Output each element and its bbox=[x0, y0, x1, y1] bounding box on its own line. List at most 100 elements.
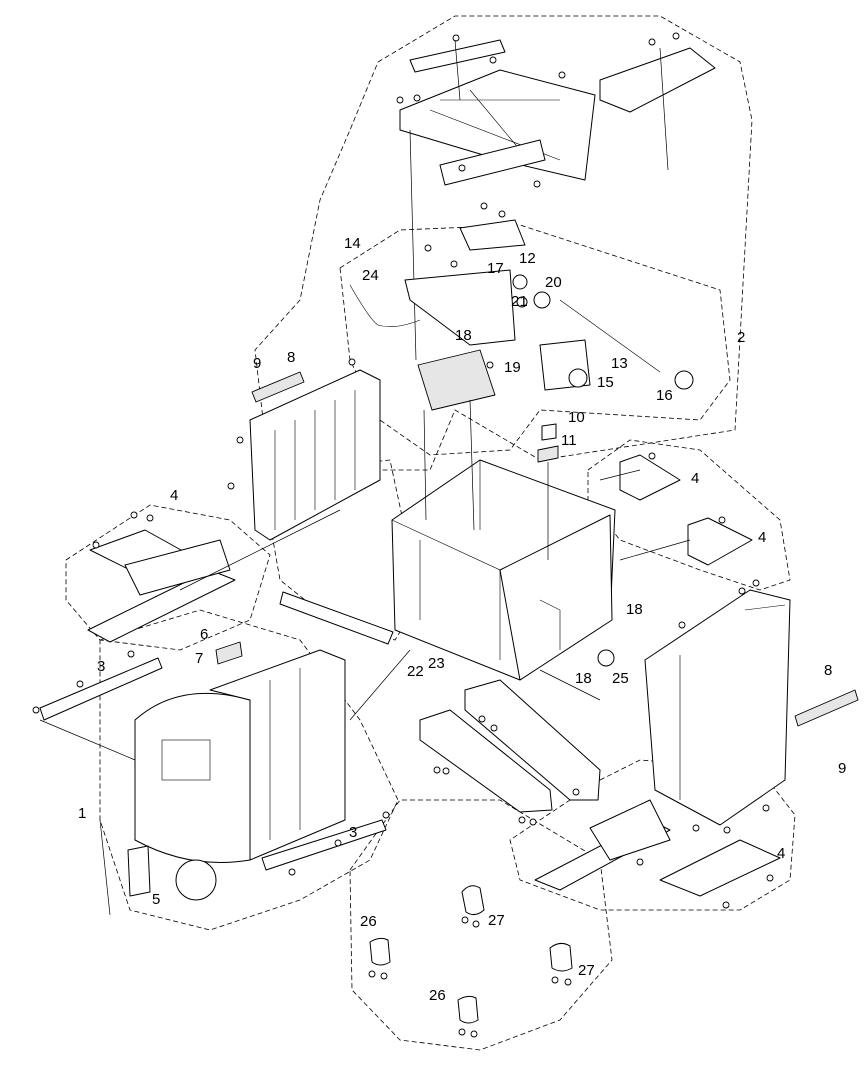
caster-27-upper bbox=[461, 885, 485, 928]
drive-unit-assembly bbox=[349, 202, 694, 411]
screw-icon bbox=[648, 38, 656, 46]
detail-magnifier-icon bbox=[175, 859, 217, 901]
screw-icon bbox=[498, 210, 506, 218]
screw-icon bbox=[288, 868, 296, 876]
frame-edges bbox=[391, 460, 561, 660]
right-side-cover bbox=[644, 579, 859, 834]
callout-label: 11 bbox=[561, 432, 577, 449]
gear-21-icon bbox=[516, 296, 528, 308]
callout-label: 1 bbox=[78, 805, 86, 822]
callout-label: 18 bbox=[626, 601, 643, 618]
drive-bracket-18 bbox=[417, 349, 496, 411]
inner-box-edges bbox=[209, 668, 301, 840]
callout-label: 26 bbox=[360, 913, 377, 930]
handle-cover-8-right bbox=[794, 689, 859, 727]
callout-label: 10 bbox=[568, 409, 585, 426]
part-6 bbox=[215, 641, 243, 665]
top-bracket-left bbox=[409, 39, 506, 73]
callout-label: 4 bbox=[758, 529, 766, 546]
callout-label: 5 bbox=[152, 891, 160, 908]
screw-icon bbox=[533, 180, 541, 188]
screw-icon bbox=[92, 541, 100, 549]
screw-icon bbox=[236, 436, 244, 444]
top-cover-assembly bbox=[396, 32, 716, 361]
stabilizer-lower-bracket bbox=[589, 799, 671, 861]
left-side-cover bbox=[227, 358, 381, 541]
callout-label: 9 bbox=[253, 355, 261, 372]
callout-label: 12 bbox=[519, 250, 536, 267]
screw-icon bbox=[636, 858, 644, 866]
callout-label: 23 bbox=[428, 655, 445, 672]
caster-26-upper bbox=[368, 937, 391, 980]
caster-26-lower bbox=[457, 995, 479, 1038]
callout-label: 25 bbox=[612, 670, 629, 687]
callout-label: 20 bbox=[545, 274, 562, 291]
casters bbox=[368, 885, 573, 1038]
top-cover-plate bbox=[399, 69, 596, 181]
stabilizer-foot-left bbox=[87, 569, 236, 643]
screw-icon bbox=[738, 587, 746, 595]
callout-label: 8 bbox=[287, 349, 295, 366]
group-outline-1 bbox=[99, 609, 399, 931]
screw-icon bbox=[227, 482, 235, 490]
main-frame bbox=[279, 423, 616, 681]
callout-label: 6 bbox=[200, 626, 208, 643]
screw-icon bbox=[334, 839, 342, 847]
handle-cover-8-left bbox=[251, 371, 305, 403]
screw-icon bbox=[127, 650, 135, 658]
bracket-5 bbox=[127, 845, 151, 897]
motor-25-icon bbox=[597, 649, 615, 667]
harness-24 bbox=[349, 284, 421, 327]
rail-3-left bbox=[39, 657, 163, 721]
screw-icon bbox=[480, 202, 488, 210]
screw-icon bbox=[413, 94, 421, 102]
screw-icon bbox=[442, 767, 450, 775]
screw-icon bbox=[424, 244, 432, 252]
screw-icon bbox=[723, 826, 731, 834]
screw-icon bbox=[752, 579, 760, 587]
screw-icon bbox=[458, 164, 466, 172]
callout-label: 18 bbox=[575, 670, 592, 687]
gear-20-icon bbox=[533, 291, 551, 309]
callout-label: 22 bbox=[407, 663, 424, 680]
callout-label: 27 bbox=[578, 962, 595, 979]
stabilizer-lower-top bbox=[659, 839, 781, 897]
stabilizer-right bbox=[534, 452, 781, 909]
callout-label: 4 bbox=[777, 845, 785, 862]
gear-16-icon bbox=[674, 370, 694, 390]
bracket-10 bbox=[541, 423, 557, 441]
callout-label: 4 bbox=[170, 487, 178, 504]
panel-ribs bbox=[274, 390, 356, 530]
screw-icon bbox=[450, 260, 458, 268]
frame-front-face bbox=[499, 514, 613, 681]
stabilizer-upper-1 bbox=[619, 454, 681, 501]
screw-icon bbox=[348, 358, 356, 366]
screw-lead bbox=[659, 47, 669, 171]
screw-icon bbox=[558, 71, 566, 79]
top-lower-plate bbox=[439, 139, 546, 186]
callout-label: 18 bbox=[455, 327, 472, 344]
screw-icon bbox=[382, 811, 390, 819]
stabilizer-bracket-left bbox=[124, 539, 231, 596]
stabilizer-left bbox=[87, 511, 236, 643]
rail-3-right bbox=[261, 819, 387, 871]
screw-icon bbox=[486, 361, 494, 369]
stabilizer-upper-2 bbox=[687, 517, 753, 566]
top-bracket-right bbox=[599, 47, 716, 113]
group-outline-2 bbox=[254, 15, 753, 471]
front-door-panel bbox=[134, 692, 251, 863]
screw-icon bbox=[452, 34, 460, 42]
callout-label: 7 bbox=[195, 650, 203, 667]
group-outline-4-right-top bbox=[587, 439, 791, 591]
screw-icon bbox=[32, 706, 40, 714]
screw-icon bbox=[518, 816, 526, 824]
base-rail-rear bbox=[464, 679, 601, 801]
front-cover bbox=[32, 641, 390, 901]
callout-label: 27 bbox=[488, 912, 505, 929]
gear-17-icon bbox=[512, 274, 528, 290]
callout-labels: 1 2 3 3 4 4 4 4 5 6 7 8 8 9 9 10 11 12 1… bbox=[78, 235, 846, 1004]
screw-lead bbox=[454, 39, 461, 101]
callout-label: 24 bbox=[362, 267, 379, 284]
callout-label: 26 bbox=[429, 987, 446, 1004]
